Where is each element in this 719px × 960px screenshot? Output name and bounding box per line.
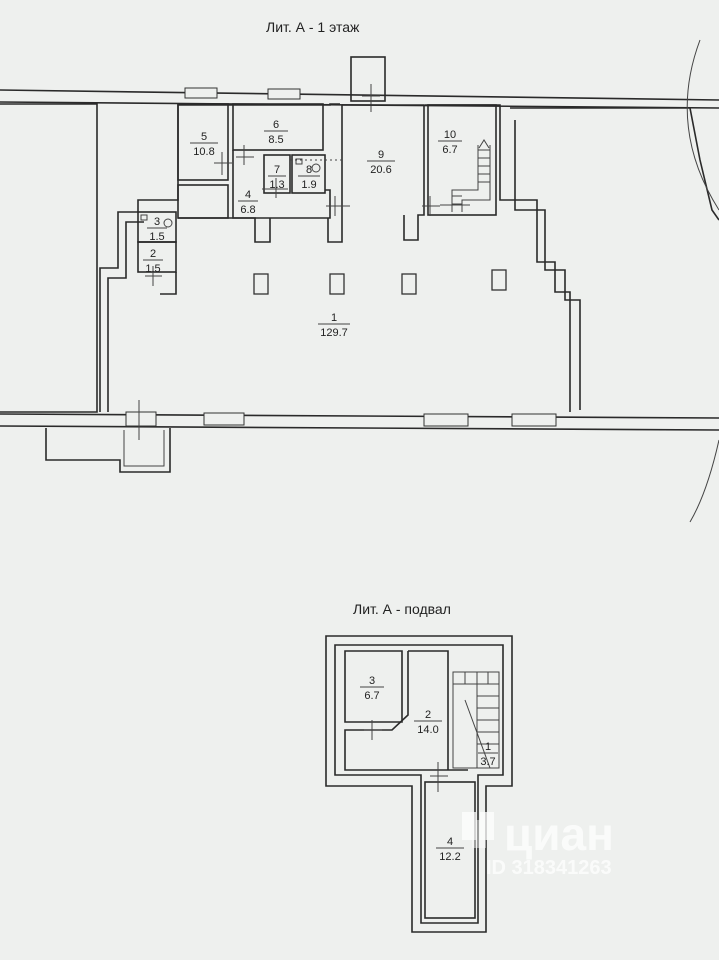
room-5-area: 10.8 <box>193 146 214 158</box>
watermark-logo-icon <box>462 812 494 848</box>
basement-room-4-number: 4 <box>447 836 453 848</box>
room-2-number: 2 <box>150 248 156 260</box>
basement-stair <box>452 671 500 769</box>
room-4-area: 6.8 <box>240 204 255 216</box>
room-4-number: 4 <box>245 189 251 201</box>
room-1-area: 129.7 <box>320 327 348 339</box>
basement-room-2-number: 2 <box>425 709 431 721</box>
watermark-id: ID 318341263 <box>486 857 612 879</box>
room-10-number: 10 <box>444 129 456 141</box>
basement-room-3-number: 3 <box>369 675 375 687</box>
windows <box>125 87 557 427</box>
basement-room-2-area: 14.0 <box>417 724 438 736</box>
room-2 <box>137 241 177 273</box>
room-6 <box>232 103 324 151</box>
watermark: циан ID 318341263 <box>462 808 614 879</box>
room-5-number: 5 <box>201 131 207 143</box>
basement-room-3 <box>344 650 403 723</box>
floor1-plan <box>0 39 719 523</box>
basement-room-4 <box>424 781 476 919</box>
basement-room-1-area: 3.7 <box>480 756 495 768</box>
room-10 <box>427 104 497 216</box>
room-1-number: 1 <box>331 312 337 324</box>
room-8-area: 1.9 <box>301 179 316 191</box>
columns <box>253 269 507 295</box>
room-10-area: 6.7 <box>442 144 457 156</box>
watermark-brand: циан <box>504 808 614 860</box>
room-2-area: 1.5 <box>145 263 160 275</box>
room-8-number: 8 <box>306 164 312 176</box>
basement-title: Лит. А - подвал <box>353 601 451 617</box>
room-8 <box>291 154 326 194</box>
room-7-area: 1.3 <box>269 179 284 191</box>
floor1-labels: 1 129.7 2 1.5 3 1.5 4 6.8 5 10.8 6 8.5 7… <box>143 119 462 339</box>
room-6-number: 6 <box>273 119 279 131</box>
room-9-area: 20.6 <box>370 164 391 176</box>
room-6-area: 8.5 <box>268 134 283 146</box>
room-3-number: 3 <box>154 216 160 228</box>
room-7-number: 7 <box>274 164 280 176</box>
room-3-area: 1.5 <box>149 231 164 243</box>
basement-plan <box>325 635 513 933</box>
room-9-number: 9 <box>378 149 384 161</box>
floor1-title: Лит. А - 1 этаж <box>266 19 360 35</box>
door-marks <box>145 145 440 286</box>
basement-room-1-number: 1 <box>485 741 491 753</box>
room-5 <box>177 103 229 181</box>
basement-room-3-area: 6.7 <box>364 690 379 702</box>
stair-room-10 <box>440 139 491 212</box>
basement-room-4-area: 12.2 <box>439 851 460 863</box>
room-7 <box>263 154 291 194</box>
basement-labels: 1 3.7 2 14.0 3 6.7 4 12.2 <box>360 675 498 863</box>
